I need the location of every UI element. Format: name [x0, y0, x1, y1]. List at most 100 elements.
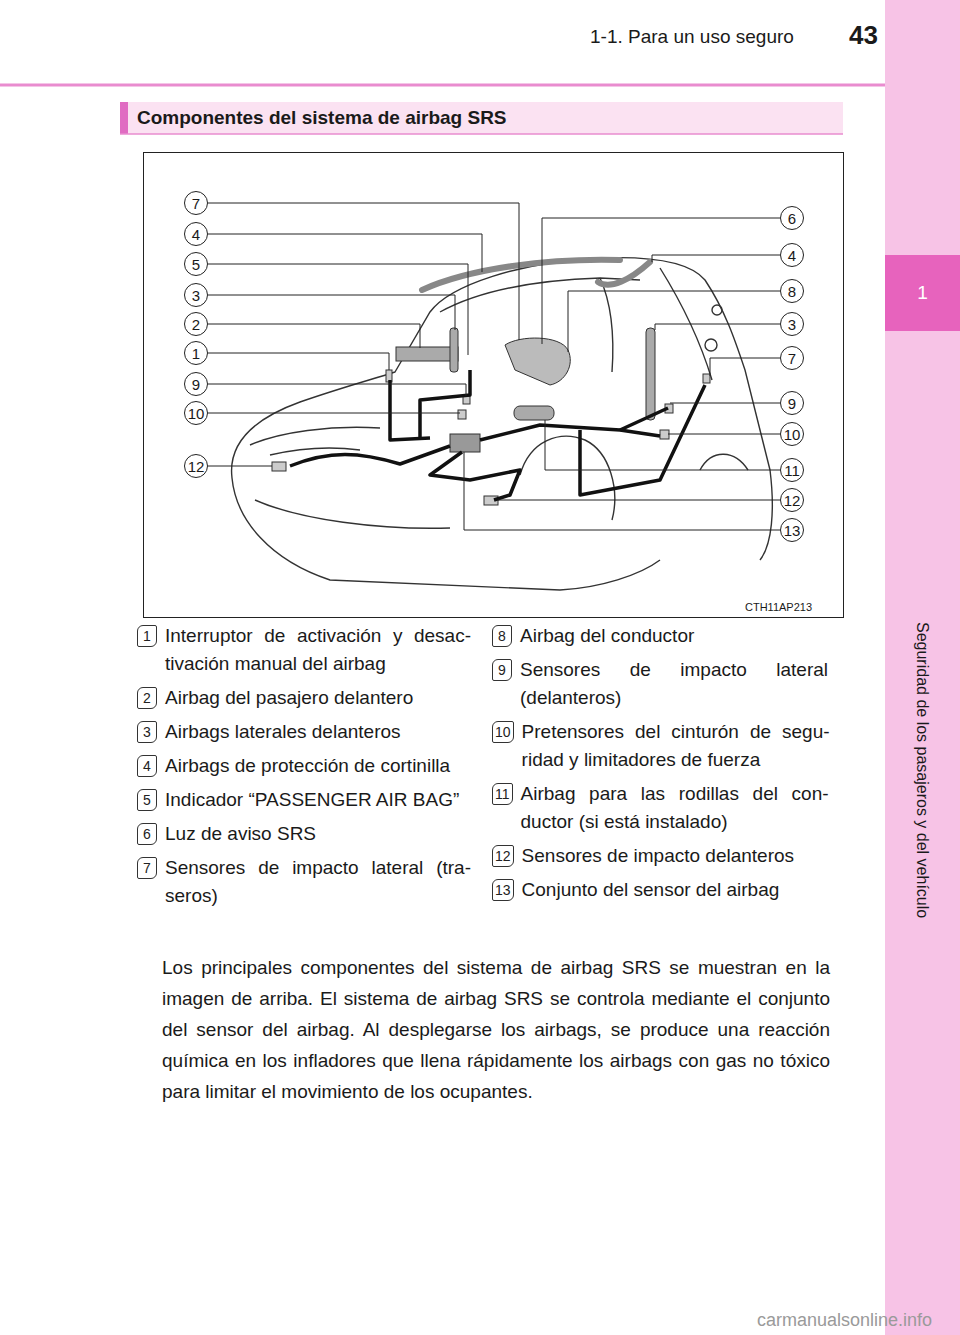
callout-number: 8 — [780, 279, 804, 303]
item-number-badge: 8 — [492, 625, 512, 647]
callout-number: 3 — [780, 312, 804, 336]
callout-number: 9 — [780, 391, 804, 415]
illustration-stroke — [208, 203, 519, 340]
illustration-stroke — [598, 262, 650, 285]
illustration-stroke — [208, 234, 482, 272]
callout-number-text: 10 — [784, 427, 801, 442]
airbag-parts — [272, 260, 710, 505]
illustration-stroke — [232, 258, 773, 560]
illustration-stroke — [208, 413, 460, 414]
item-text-holder: Airbags de protección de cortinilla — [165, 752, 471, 780]
item-text-holder: Airbag del pasajero delantero — [165, 684, 471, 712]
item-description: Luz de aviso SRS — [165, 820, 471, 848]
callout-number: 4 — [184, 222, 208, 246]
item-text-holder: Luz de aviso SRS — [165, 820, 471, 848]
item-description: Airbags laterales delanteros — [165, 718, 471, 746]
illustration-stroke — [668, 434, 780, 435]
illustration-stroke — [208, 353, 389, 370]
illustration-stroke — [396, 347, 458, 361]
illustration-stroke — [703, 374, 710, 383]
callout-number-text: 9 — [788, 396, 796, 411]
item-text-holder: Indicador “PASSENGER AIR BAG” — [165, 786, 471, 814]
illustration-stroke — [250, 427, 380, 445]
legend-list-item: 1 Interruptor de activación y desac-tivac… — [137, 622, 471, 678]
item-text-holder: Airbag para las rodillas del con-ductor … — [521, 780, 829, 836]
item-description: Airbag del pasajero delantero — [165, 684, 471, 712]
callout-number-text: 6 — [788, 211, 796, 226]
item-number-badge: 12 — [492, 845, 514, 867]
item-number-badge: 5 — [137, 789, 157, 811]
illustration-stroke — [660, 430, 669, 439]
item-text-holder: Sensores de impacto lateral (delanteros) — [520, 656, 828, 712]
chapter-number: 1 — [885, 255, 960, 331]
callout-number: 11 — [780, 458, 804, 482]
illustration-stroke — [430, 452, 520, 500]
legend-list-item: 4 Airbags de protección de cortinilla — [137, 752, 471, 780]
illustration-stroke — [670, 403, 780, 404]
item-text-holder: Airbag del conductor — [520, 622, 828, 650]
illustration-stroke — [712, 305, 722, 315]
chapter-tab: 1Seguridad de los pasajeros y del vehícu… — [885, 0, 960, 1335]
legend-list-item: 2 Airbag del pasajero delantero — [137, 684, 471, 712]
illustration-stroke — [705, 339, 717, 351]
illustration-frame — [144, 153, 844, 618]
callout-number-text: 10 — [188, 406, 205, 421]
illustration-stroke — [580, 385, 705, 495]
callout-number-text: 12 — [784, 493, 801, 508]
legend-list-item: 12 Sensores de impacto delanteros — [492, 842, 830, 870]
title-band-rule — [120, 133, 843, 135]
illustration-stroke — [646, 328, 655, 420]
callout-number-text: 2 — [192, 317, 200, 332]
illustration-stroke — [450, 328, 458, 372]
illustration-stroke — [420, 370, 470, 440]
callout-number: 1 — [184, 341, 208, 365]
item-text-holder: Sensores de impacto delanteros — [522, 842, 830, 870]
item-text-holder: Interruptor de activación y desac-tivaci… — [165, 622, 471, 678]
item-number-badge: 13 — [492, 879, 514, 901]
illustration-stroke — [620, 408, 668, 430]
callout-number-text: 7 — [788, 351, 796, 366]
illustration-stroke — [208, 295, 455, 330]
item-number-badge: 1 — [137, 625, 157, 647]
item-number-badge: 10 — [492, 721, 514, 743]
wire-harness — [290, 370, 705, 500]
illustration-stroke — [505, 338, 570, 385]
illustration-stroke — [208, 264, 468, 355]
illustration-stroke — [542, 218, 780, 344]
legend-list-item: 5 Indicador “PASSENGER AIR BAG” — [137, 786, 471, 814]
legend-list-item: 7Sensores de impacto lateral (tra-seros) — [137, 854, 471, 910]
legend-list-item: 10 Pretensores del cinturón de segu-ridad… — [492, 718, 830, 774]
illustration-stroke — [600, 278, 613, 372]
callout-number-text: 8 — [788, 284, 796, 299]
body-paragraph: Los principales componentes del sistema … — [162, 952, 830, 1107]
car-outline — [232, 258, 773, 590]
callout-number-text: 11 — [784, 463, 800, 478]
legend-list-item: 11Airbag para las rodillas del con-ducto… — [492, 780, 829, 836]
item-description: Indicador “PASSENGER AIR BAG” — [165, 786, 471, 814]
legend-list-item: 3 Airbags laterales delanteros — [137, 718, 471, 746]
illustration-stroke — [652, 255, 780, 262]
illustration-stroke — [655, 324, 780, 330]
legend-list-item: 8 Airbag del conductor — [492, 622, 828, 650]
callout-number-text: 5 — [192, 257, 200, 272]
item-description: Pretensores del cinturón de segu-ridad y… — [522, 718, 830, 774]
callout-number-text: 9 — [192, 377, 200, 392]
illustration-stroke — [568, 291, 780, 352]
item-description: Conjunto del sensor del airbag — [522, 876, 830, 904]
callout-number-text: 4 — [192, 227, 200, 242]
callout-number: 4 — [780, 243, 804, 267]
illustration-stroke — [208, 466, 272, 467]
item-number-badge: 9 — [492, 659, 512, 681]
section-title: Componentes del sistema de airbag SRS — [137, 107, 507, 129]
illustration-stroke — [390, 380, 430, 440]
illustration-stroke — [458, 410, 466, 419]
legend-list-item: 13 Conjunto del sensor del airbag — [492, 876, 830, 904]
item-number-badge: 3 — [137, 721, 157, 743]
illustration-stroke — [520, 436, 615, 520]
item-number-badge: 4 — [137, 755, 157, 777]
leader-lines — [208, 203, 780, 530]
item-description: Sensores de impacto delanteros — [522, 842, 830, 870]
callout-number-text: 1 — [192, 346, 200, 361]
item-description: Airbag del conductor — [520, 622, 828, 650]
item-number-badge: 2 — [137, 687, 157, 709]
